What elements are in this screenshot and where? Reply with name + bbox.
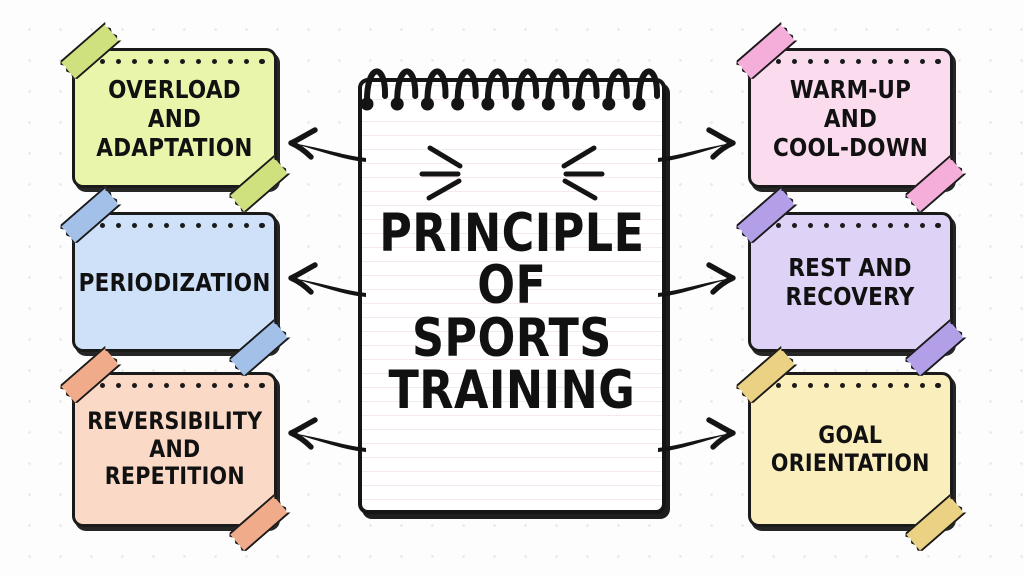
- arrow-shaft: [658, 143, 732, 162]
- arrow-head: [706, 417, 736, 450]
- principle-card-label: REST AND RECOVERY: [785, 253, 916, 311]
- arrow-shaft: [658, 433, 732, 452]
- arrow-head: [288, 127, 318, 160]
- tape-strip-top-left: [58, 22, 121, 82]
- principle-card-label: OVERLOAD AND ADAPTATION: [96, 74, 253, 162]
- tape-strip-bottom-right: [227, 319, 290, 379]
- principle-card-periodization[interactable]: PERIODIZATION: [72, 212, 277, 352]
- arrow-head: [706, 262, 736, 295]
- arrow-shaft: [292, 143, 366, 162]
- tape-strip-bottom-right: [903, 155, 966, 215]
- tape-strip-bottom-right: [227, 494, 290, 554]
- notepad-content: PRINCIPLE OF SPORTS TRAINING: [362, 82, 662, 510]
- perforation-dots: [84, 222, 265, 229]
- principle-card-reversibility-and-repetition[interactable]: REVERSIBILITY AND REPETITION: [72, 372, 277, 527]
- arrow-shaft: [658, 278, 732, 297]
- perforation-dots: [760, 382, 941, 389]
- page-title: PRINCIPLE OF SPORTS TRAINING: [379, 203, 645, 422]
- perforation-dots: [760, 58, 941, 65]
- arrow-to-goal-orientation: [658, 417, 736, 452]
- arrow-to-reversibility-and-repetition: [288, 417, 366, 452]
- arrow-to-periodization: [288, 262, 366, 297]
- principle-card-label: GOAL ORIENTATION: [771, 420, 930, 477]
- principle-card-label: WARM-UP AND COOL-DOWN: [772, 74, 929, 162]
- ruled-lines: [362, 82, 662, 510]
- perforation-dots: [760, 222, 941, 229]
- arrow-shaft: [292, 433, 366, 452]
- principle-card-rest-and-recovery[interactable]: REST AND RECOVERY: [748, 212, 953, 352]
- tape-strip-bottom-right: [903, 494, 966, 554]
- arrow-to-warm-up-and-cool-down: [658, 127, 736, 162]
- principle-card-label: PERIODIZATION: [78, 267, 271, 297]
- arrow-to-overload-and-adaptation: [288, 127, 366, 162]
- sparkle-burst-icon: [419, 145, 605, 201]
- tape-strip-bottom-right: [903, 319, 966, 379]
- arrow-shaft: [292, 278, 366, 297]
- central-notepad: PRINCIPLE OF SPORTS TRAINING: [358, 78, 666, 514]
- principle-card-overload-and-adaptation[interactable]: OVERLOAD AND ADAPTATION: [72, 48, 277, 188]
- tape-strip-top-left: [734, 186, 797, 246]
- principle-card-warm-up-and-cool-down[interactable]: WARM-UP AND COOL-DOWN: [748, 48, 953, 188]
- perforation-dots: [84, 382, 265, 389]
- principle-card-goal-orientation[interactable]: GOAL ORIENTATION: [748, 372, 953, 527]
- perforation-dots: [84, 58, 265, 65]
- tape-strip-top-left: [58, 186, 121, 246]
- arrow-head: [288, 417, 318, 450]
- tape-strip-top-left: [58, 346, 121, 406]
- tape-strip-top-left: [734, 22, 797, 82]
- arrow-to-rest-and-recovery: [658, 262, 736, 297]
- tape-strip-bottom-right: [227, 155, 290, 215]
- arrow-head: [288, 262, 318, 295]
- arrow-head: [706, 127, 736, 160]
- tape-strip-top-left: [734, 346, 797, 406]
- principle-card-label: REVERSIBILITY AND REPETITION: [86, 406, 263, 491]
